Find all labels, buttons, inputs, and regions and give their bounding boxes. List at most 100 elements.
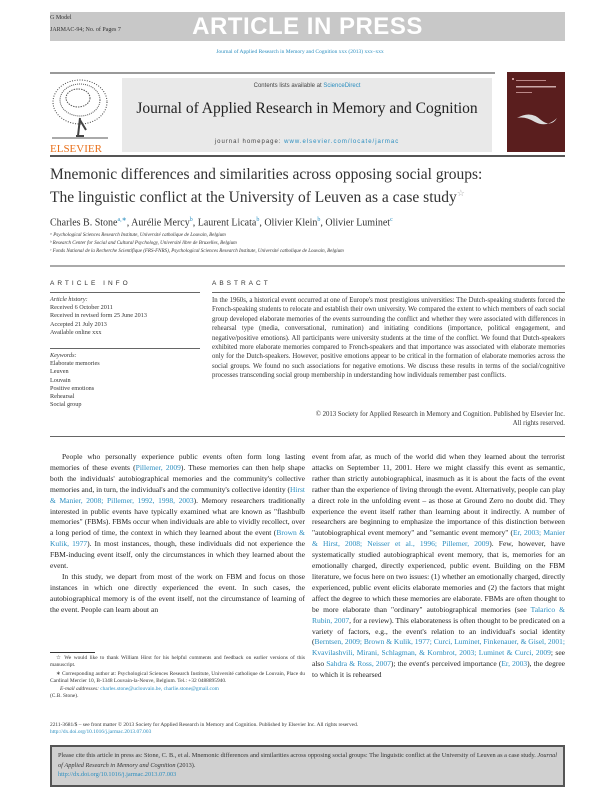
acknowledgement-footnote: ☆ We would like to thank William Hirst f…	[50, 655, 305, 669]
abstract-heading: ABSTRACT	[212, 280, 271, 287]
body-paragraph: event from afar, as much of the world di…	[312, 452, 565, 681]
citation-link[interactable]: Berntsen, 2009; Brown & Kulik, 1977; Cur…	[312, 637, 565, 658]
affiliation: ᵃ Psychological Sciences Research Instit…	[50, 233, 226, 238]
journal-title: Journal of Applied Research in Memory an…	[136, 100, 478, 117]
author-affiliation-mark[interactable]: b	[256, 217, 260, 223]
body-text: ; see also	[312, 648, 565, 669]
citation-link[interactable]: Pillemer, 2009	[135, 462, 181, 472]
email-label: E-mail addresses:	[60, 685, 101, 692]
footnote-divider	[50, 652, 95, 653]
body-text: ), the degree to which it is rehearsed	[312, 659, 566, 680]
history-item: Received 6 October 2011	[50, 304, 113, 312]
body-text: In this study, we depart from most of th…	[50, 571, 305, 614]
citation-journal: Journal of Applied Research in Memory an…	[58, 752, 557, 769]
author: Charles B. Stone	[50, 217, 118, 229]
copyright: © 2013 Society for Applied Research in M…	[212, 410, 565, 429]
keyword: Louvain	[50, 376, 71, 384]
article-history: Article history: Received 6 October 2011…	[50, 296, 200, 337]
copyright-line: © 2013 Society for Applied Research in M…	[315, 411, 565, 418]
keywords-label: Keywords:	[50, 352, 77, 359]
keyword: Positive emotions	[50, 384, 95, 392]
homepage-link[interactable]: www.elsevier.com/locate/jarmac	[284, 139, 400, 145]
article-info-heading: ARTICLE INFO	[50, 280, 131, 287]
divider	[50, 348, 200, 349]
author-list: Charles B. Stonea,∗, Aurélie Mercyb, Lau…	[50, 217, 393, 229]
author-affiliation-mark[interactable]: a,∗	[117, 217, 127, 223]
citation-text: Please cite this article in press as: St…	[58, 752, 538, 759]
keyword: Leuven	[50, 368, 69, 376]
divider	[212, 292, 565, 293]
issn-block: 2211-3681/$ – see front matter © 2013 So…	[50, 722, 570, 737]
model-label: G Model	[50, 15, 72, 21]
title-line-2: The linguistic conflict at the Universit…	[50, 189, 457, 207]
divider	[50, 72, 495, 74]
article-in-press-banner: ARTICLE IN PRESS	[50, 12, 565, 41]
author: Aurélie Mercy	[131, 217, 190, 229]
issn-line: 2211-3681/$ – see front matter © 2013 So…	[50, 722, 359, 728]
corresponding-author-footnote: ∗ Corresponding author at: Psychological…	[50, 670, 305, 685]
history-item: Accepted 21 July 2013	[50, 320, 107, 328]
contents-prefix: Contents lists available at	[253, 83, 324, 89]
author: Olivier Klein	[264, 217, 318, 229]
cover-artwork-icon	[512, 78, 557, 125]
title-line-1: Mnemonic differences and similarities ac…	[50, 166, 483, 183]
body-text: event from afar, as much of the world di…	[312, 452, 565, 538]
doi-link[interactable]: http://dx.doi.org/10.1016/j.jarmac.2013.…	[50, 729, 152, 736]
elsevier-tree-icon	[50, 78, 110, 140]
divider	[50, 436, 565, 437]
body-right-column: event from afar, as much of the world di…	[312, 452, 565, 681]
body-left-column: People who personally experience public …	[50, 452, 305, 616]
sciencedirect-link[interactable]: ScienceDirect	[323, 83, 361, 89]
history-item: Available online xxx	[50, 328, 102, 336]
body-text: ). Memory researchers traditionally inte…	[50, 495, 306, 538]
affiliation: ᶜ Fonds National de la Recherche Scienti…	[50, 249, 344, 254]
journal-cover-image	[507, 72, 565, 152]
author-affiliation-mark[interactable]: c	[390, 217, 393, 223]
citation-link[interactable]: Talarico & Rubin, 2007	[312, 604, 566, 625]
body-text: ). In most instances, though, these indi…	[50, 539, 305, 571]
article-title: Mnemonic differences and similarities ac…	[50, 165, 570, 207]
copyright-line: All rights reserved.	[512, 420, 565, 428]
body-text: ). These memories can then help shape bo…	[50, 462, 306, 494]
body-text: ). Few, however, have systematically stu…	[312, 539, 565, 614]
body-text: ); the event's perceived importance (	[390, 659, 502, 669]
history-label: Article history:	[50, 296, 88, 303]
email-suffix: (C.B. Stone).	[50, 693, 79, 700]
email-links[interactable]: charles.stone@uclouvain.be, charlie.ston…	[100, 685, 219, 692]
citation-link[interactable]: Sahdra & Ross, 2007	[326, 659, 391, 669]
divider	[50, 292, 200, 293]
elsevier-logo: ELSEVIER	[50, 78, 110, 155]
body-text: , for a review). This elaborateness is o…	[312, 615, 565, 647]
footnotes: ☆ We would like to thank William Hirst f…	[50, 655, 305, 700]
divider	[50, 155, 565, 157]
journal-homepage: journal homepage: www.elsevier.com/locat…	[122, 139, 492, 145]
body-paragraph: People who personally experience public …	[50, 452, 305, 572]
title-footnote-star[interactable]: ☆	[456, 188, 465, 198]
citation-doi-link[interactable]: http://dx.doi.org/10.1016/j.jarmac.2013.…	[58, 771, 177, 778]
keyword: Social group	[50, 401, 82, 409]
pages-label: JARMAC-94; No. of Pages 7	[50, 27, 121, 33]
banner-text: ARTICLE IN PRESS	[192, 13, 423, 40]
author-affiliation-mark[interactable]: b	[317, 217, 321, 223]
abstract-text: In the 1960s, a historical event occurre…	[212, 297, 565, 380]
citation-link[interactable]: Hirst & Manier, 2008; Pillemer, 1992, 19…	[50, 484, 305, 505]
citation-year: (2013).	[175, 761, 196, 769]
keywords: Keywords: Elaborate memories Leuven Louv…	[50, 352, 200, 409]
journal-citation-line[interactable]: Journal of Applied Research in Memory an…	[216, 49, 384, 55]
citation-link[interactable]: Er, 2003	[501, 659, 528, 669]
affiliation: ᵇ Research Center for Social and Cultura…	[50, 241, 237, 246]
contents-line: Contents lists available at ScienceDirec…	[122, 83, 492, 89]
divider	[50, 265, 565, 267]
elsevier-wordmark: ELSEVIER	[50, 143, 102, 155]
history-item: Received in revised form 25 June 2013	[50, 312, 147, 320]
journal-masthead: Contents lists available at ScienceDirec…	[122, 78, 492, 152]
homepage-label: journal homepage:	[214, 139, 285, 145]
keyword: Elaborate memories	[50, 360, 100, 368]
citation-link[interactable]: Brown & Kulik, 1977	[50, 528, 305, 549]
author: Olivier Luminet	[325, 217, 391, 229]
body-text: People who personally experience public …	[50, 452, 305, 472]
keyword: Rehearsal	[50, 393, 75, 401]
author-affiliation-mark[interactable]: b	[189, 217, 193, 223]
citation-box: Please cite this article in press as: St…	[50, 745, 565, 787]
citation-link[interactable]: Er, 2003; Manier & Hirst, 2008; Neisser …	[312, 528, 565, 549]
